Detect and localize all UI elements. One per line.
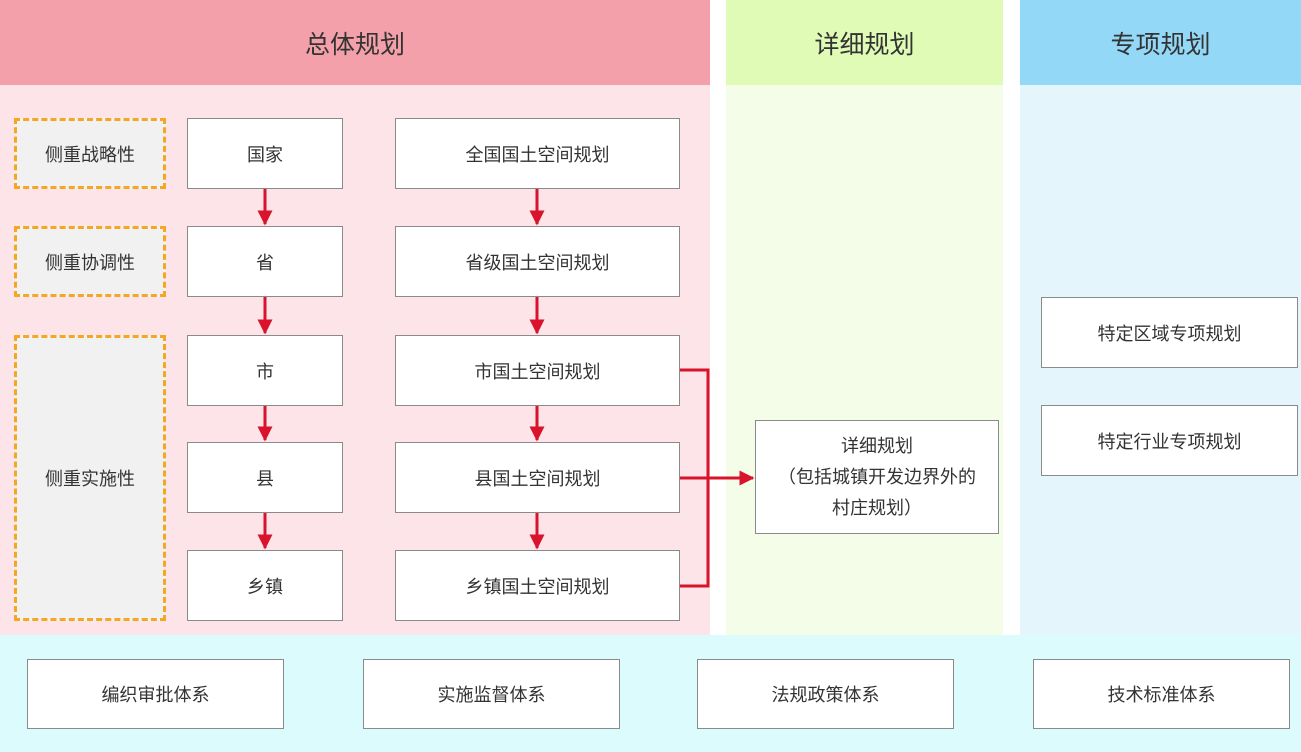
detailed-planning-header: 详细规划: [726, 0, 1003, 85]
detailed-box-line1: 详细规划: [841, 435, 913, 457]
detailed-box-line3: 村庄规划）: [832, 497, 922, 519]
detailed-column-body: [726, 85, 1003, 635]
emphasis-coordination: 侧重协调性: [14, 226, 166, 297]
level-county: 县: [187, 442, 343, 513]
plan-township: 乡镇国土空间规划: [395, 550, 680, 621]
system-implement-supervise: 实施监督体系: [363, 659, 620, 729]
level-province: 省: [187, 226, 343, 297]
system-regulation-policy: 法规政策体系: [697, 659, 954, 729]
plan-province: 省级国土空间规划: [395, 226, 680, 297]
special-region-plan: 特定区域专项规划: [1041, 297, 1298, 368]
detailed-planning-box: 详细规划 （包括城镇开发边界外的 村庄规划）: [755, 420, 999, 534]
level-township: 乡镇: [187, 550, 343, 621]
emphasis-implementation: 侧重实施性: [14, 335, 166, 621]
special-planning-header: 专项规划: [1020, 0, 1301, 85]
detailed-box-line2: （包括城镇开发边界外的: [778, 466, 976, 488]
overall-planning-header: 总体规划: [0, 0, 710, 85]
special-industry-plan: 特定行业专项规划: [1041, 405, 1298, 476]
plan-county: 县国土空间规划: [395, 442, 680, 513]
system-compile-approve: 编织审批体系: [27, 659, 284, 729]
level-national: 国家: [187, 118, 343, 189]
plan-city: 市国土空间规划: [395, 335, 680, 406]
level-city: 市: [187, 335, 343, 406]
emphasis-strategic: 侧重战略性: [14, 118, 166, 189]
system-technical-standard: 技术标准体系: [1033, 659, 1290, 729]
plan-national: 全国国土空间规划: [395, 118, 680, 189]
